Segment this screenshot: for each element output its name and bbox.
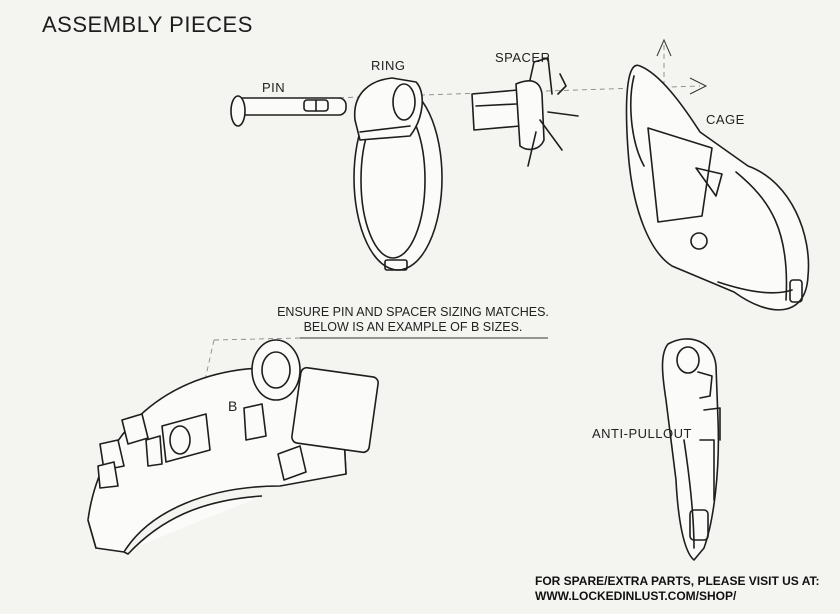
- ring-label: RING: [371, 58, 406, 73]
- spacer-part: [471, 57, 579, 167]
- pin-part: [230, 95, 347, 127]
- pin-label: PIN: [262, 80, 286, 95]
- footer: FOR SPARE/EXTRA PARTS, PLEASE VISIT US A…: [535, 574, 819, 604]
- footer-line1: FOR SPARE/EXTRA PARTS, PLEASE VISIT US A…: [535, 574, 820, 588]
- footer-url: WWW.LOCKEDINLUST.COM/SHOP/: [535, 589, 737, 603]
- vertical-axis-arrow-icon: [656, 38, 672, 57]
- page-title: ASSEMBLY PIECES: [42, 12, 253, 37]
- ring-part: [353, 77, 443, 271]
- sizing-note: ENSURE PIN AND SPACER SIZING MATCHES. BE…: [268, 305, 558, 335]
- spacer-label: SPACER: [495, 50, 551, 65]
- cage-label: CAGE: [706, 112, 745, 127]
- anti-pullout-part: [661, 338, 721, 561]
- axis-arrow-icon: [689, 77, 708, 95]
- cage-part: [625, 64, 810, 311]
- size-letter-label: B: [228, 398, 238, 414]
- sizing-note-line1: ENSURE PIN AND SPACER SIZING MATCHES.: [277, 305, 549, 319]
- sizing-note-line2: BELOW IS AN EXAMPLE OF B SIZES.: [303, 320, 523, 334]
- detail-view: [87, 339, 379, 555]
- callout-line: [213, 337, 301, 341]
- anti-pullout-label: ANTI-PULLOUT: [592, 426, 692, 441]
